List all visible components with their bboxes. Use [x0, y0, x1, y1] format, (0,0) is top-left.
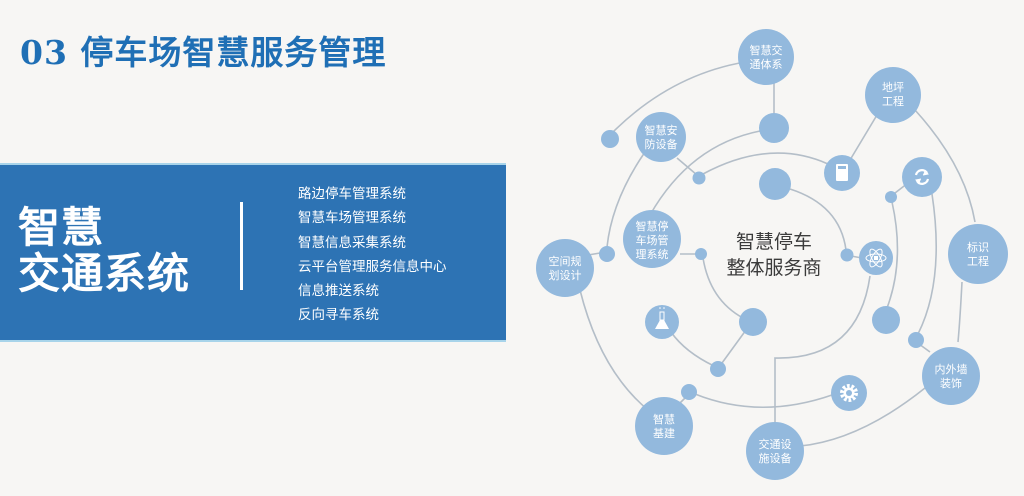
smart-traffic-panel: 智慧 交通系统 路边停车管理系统 智慧车场管理系统 智慧信息采集系统 云平台管理…	[0, 163, 506, 342]
center-label-line1: 智慧停车	[736, 231, 812, 253]
gear-icon	[840, 384, 858, 402]
system-list-item: 反向寻车系统	[298, 307, 379, 324]
panel-heading-line2: 交通系统	[18, 249, 191, 298]
node-label: 装饰	[940, 376, 962, 390]
nodes	[536, 29, 1008, 480]
system-list: 路边停车管理系统 智慧车场管理系统 智慧信息采集系统 云平台管理服务信息中心 信…	[298, 182, 447, 328]
node-label: 施设备	[759, 451, 792, 465]
node-label: 智慧	[653, 412, 675, 426]
dot	[739, 308, 767, 336]
system-list-item: 智慧车场管理系统	[298, 210, 406, 227]
dot	[710, 361, 726, 377]
dot	[601, 130, 619, 148]
panel-heading: 智慧 交通系统	[18, 205, 190, 297]
dot	[692, 171, 706, 185]
node-label: 地坪	[882, 81, 904, 94]
dot	[695, 248, 707, 260]
node-label: 划设计	[549, 269, 582, 282]
node-traffic-system	[738, 29, 794, 85]
dot	[840, 248, 854, 262]
node-label: 通体系	[750, 57, 783, 71]
refresh-node	[902, 157, 942, 197]
dot	[759, 168, 791, 200]
node-label: 基建	[653, 426, 675, 440]
node-label: 工程	[967, 255, 989, 268]
panel-divider	[240, 202, 243, 290]
node-label: 智慧安	[645, 123, 678, 137]
node-label: 智慧停	[636, 219, 669, 233]
node-label: 标识	[967, 240, 989, 254]
node-label: 交通设	[759, 437, 792, 451]
refresh-icon	[914, 169, 930, 185]
node-smart-infrastructure	[635, 397, 693, 455]
node-wall-decoration	[922, 347, 980, 405]
node-label: 工程	[882, 95, 904, 108]
node-traffic-facilities	[746, 422, 804, 480]
dot	[681, 384, 697, 400]
system-list-item: 路边停车管理系统	[298, 186, 406, 202]
dot	[908, 332, 924, 348]
node-label: 智慧交	[750, 43, 783, 57]
flask-icon	[655, 307, 669, 329]
node-floor-engineering	[865, 67, 921, 123]
device-icon	[836, 164, 848, 181]
node-signage-engineering	[948, 224, 1008, 284]
node-label: 理系统	[636, 248, 669, 261]
panel-heading-line1: 智慧	[18, 203, 105, 252]
system-list-item: 信息推送系统	[298, 283, 379, 300]
node-space-planning	[536, 239, 594, 297]
node-security-equipment	[636, 112, 686, 162]
node-label: 空间规	[549, 254, 582, 268]
atom-icon	[865, 248, 887, 268]
node-parking-management-system	[623, 210, 681, 268]
node-label: 防设备	[645, 137, 678, 151]
node-label: 内外墙	[935, 362, 968, 376]
dot	[872, 306, 900, 334]
center-label-line2: 整体服务商	[726, 257, 821, 279]
dot	[759, 113, 789, 143]
dot	[885, 191, 897, 203]
system-list-item: 智慧信息采集系统	[298, 234, 406, 251]
system-list-item: 云平台管理服务信息中心	[298, 258, 447, 275]
node-label: 车场管	[636, 233, 669, 247]
page-title: 03 停车场智慧服务管理	[20, 33, 387, 72]
dot	[599, 246, 615, 262]
